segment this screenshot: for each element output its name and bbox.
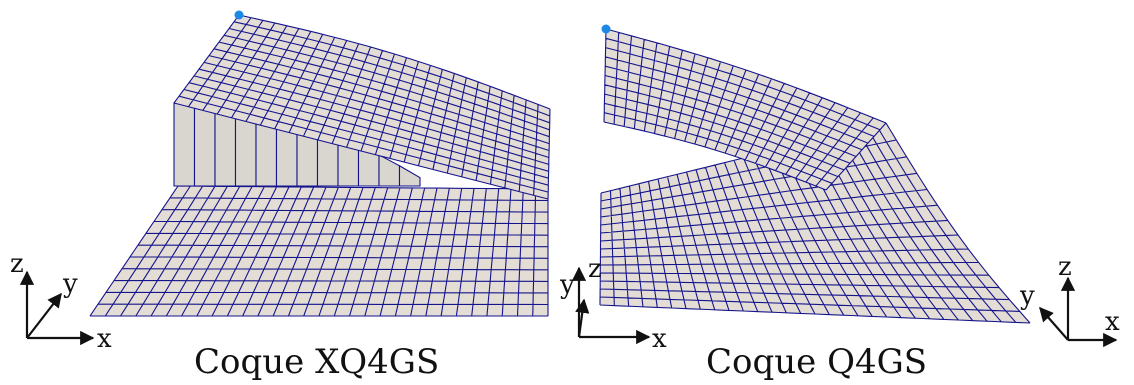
x-axis-label: x	[97, 324, 112, 354]
x-axis-label: x	[652, 324, 667, 354]
z-axis-label: z	[588, 254, 602, 284]
y-axis-arrow	[1039, 306, 1069, 341]
xq4gs-shell-mesh	[89, 10, 551, 317]
mesh-surface	[90, 186, 548, 316]
q4gs-shell-mesh	[599, 24, 1031, 324]
upper-plate-mesh	[603, 28, 887, 191]
lower-plate-mesh	[599, 122, 1031, 324]
mesh-grid-lines	[89, 185, 549, 317]
x-axis-label: x	[1105, 307, 1120, 337]
crack-wall-mesh	[173, 102, 421, 187]
axis-triad-left: x z y	[10, 249, 112, 354]
mesh-grid-lines	[173, 14, 551, 200]
crack-wall-strip	[173, 102, 196, 187]
caption-q4gs: Coque Q4GS	[706, 342, 928, 382]
corner-node-marker	[234, 10, 244, 20]
crack-wall-strip	[398, 164, 421, 187]
y-axis-label: y	[62, 269, 78, 299]
caption-xq4gs: Coque XQ4GS	[194, 342, 440, 382]
axis-triad-middle: x z y	[559, 254, 667, 354]
z-axis-label: z	[1058, 252, 1072, 282]
z-axis-label: z	[10, 249, 24, 279]
y-axis-label: y	[1019, 281, 1035, 311]
corner-node-marker	[601, 24, 611, 34]
axis-triad-right: x z y	[1019, 252, 1120, 348]
y-axis-arrow	[575, 298, 590, 338]
crack-wall-strip	[193, 102, 216, 187]
y-axis-label: y	[559, 270, 575, 300]
mesh-grid-lines	[603, 28, 887, 191]
lower-plate-mesh	[89, 185, 549, 317]
y-axis-arrow	[26, 292, 62, 339]
upper-plate-mesh	[173, 14, 551, 200]
